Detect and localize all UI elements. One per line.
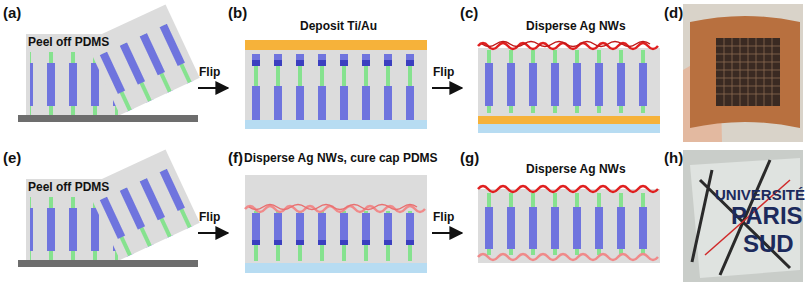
transparent-device-photo bbox=[683, 150, 803, 282]
nanowire-pillars bbox=[247, 211, 425, 261]
carrier-substrate bbox=[478, 124, 660, 133]
copper-sheet bbox=[690, 16, 800, 128]
panel-letter: (a) bbox=[3, 4, 21, 21]
flip-arrow bbox=[432, 87, 462, 89]
step-label: Disperse Ag NWs, cure cap PDMS bbox=[244, 152, 438, 166]
step-label: Deposit Ti/Au bbox=[300, 20, 377, 34]
pdms-film bbox=[478, 48, 660, 116]
panel-letter: (b) bbox=[228, 4, 247, 21]
step-label: Disperse Ag NWs bbox=[526, 20, 626, 34]
nanowire-pillars bbox=[480, 50, 658, 113]
ti-au-layer bbox=[245, 40, 427, 50]
ti-au-layer bbox=[478, 116, 660, 124]
step-label: Peel off PDMS bbox=[28, 36, 109, 50]
peel-off-panel bbox=[18, 4, 200, 122]
carrier-substrate bbox=[245, 263, 427, 273]
flip-arrow bbox=[432, 232, 462, 234]
cap-pdms bbox=[245, 175, 427, 263]
disperse-panel bbox=[478, 42, 660, 134]
panel-letter: (d) bbox=[664, 4, 683, 21]
ag-nanowires bbox=[249, 205, 417, 210]
step-label: Peel off PDMS bbox=[28, 181, 109, 195]
panel-letter: (g) bbox=[460, 149, 479, 166]
deposit-panel bbox=[245, 40, 427, 129]
ag-nanowires bbox=[482, 42, 650, 47]
device-photo bbox=[683, 4, 803, 142]
flip-arrow bbox=[198, 87, 228, 89]
pdms-film bbox=[478, 189, 660, 263]
carrier-substrate bbox=[245, 120, 427, 129]
peel-off-panel bbox=[18, 149, 200, 267]
flip-arrow bbox=[198, 232, 228, 234]
ag-nanowires bbox=[478, 254, 658, 260]
photo-text: SUD bbox=[743, 230, 794, 258]
flip-label: Flip bbox=[433, 66, 454, 80]
double-side-panel bbox=[478, 186, 660, 263]
step-label: Disperse Ag NWs bbox=[526, 163, 626, 177]
nanowire-pillars bbox=[247, 54, 425, 120]
flip-label: Flip bbox=[199, 211, 220, 225]
panel-letter: (e) bbox=[3, 149, 21, 166]
nanowire-pillars bbox=[480, 193, 658, 255]
pdms-film bbox=[245, 50, 427, 120]
photo-ground bbox=[683, 150, 803, 282]
panel-letter: (c) bbox=[460, 4, 478, 21]
panel-letter: (f) bbox=[228, 149, 243, 166]
flip-label: Flip bbox=[433, 211, 454, 225]
electrode-grid bbox=[716, 38, 780, 106]
photo-text: UNIVERSITÉ bbox=[715, 186, 805, 203]
photo-text: PARIS bbox=[731, 202, 803, 230]
cap-panel bbox=[245, 175, 427, 273]
grid-lines bbox=[716, 38, 780, 106]
flip-label: Flip bbox=[199, 66, 220, 80]
ag-nanowires bbox=[478, 186, 658, 192]
panel-letter: (h) bbox=[664, 149, 683, 166]
photo-ground bbox=[683, 4, 803, 142]
